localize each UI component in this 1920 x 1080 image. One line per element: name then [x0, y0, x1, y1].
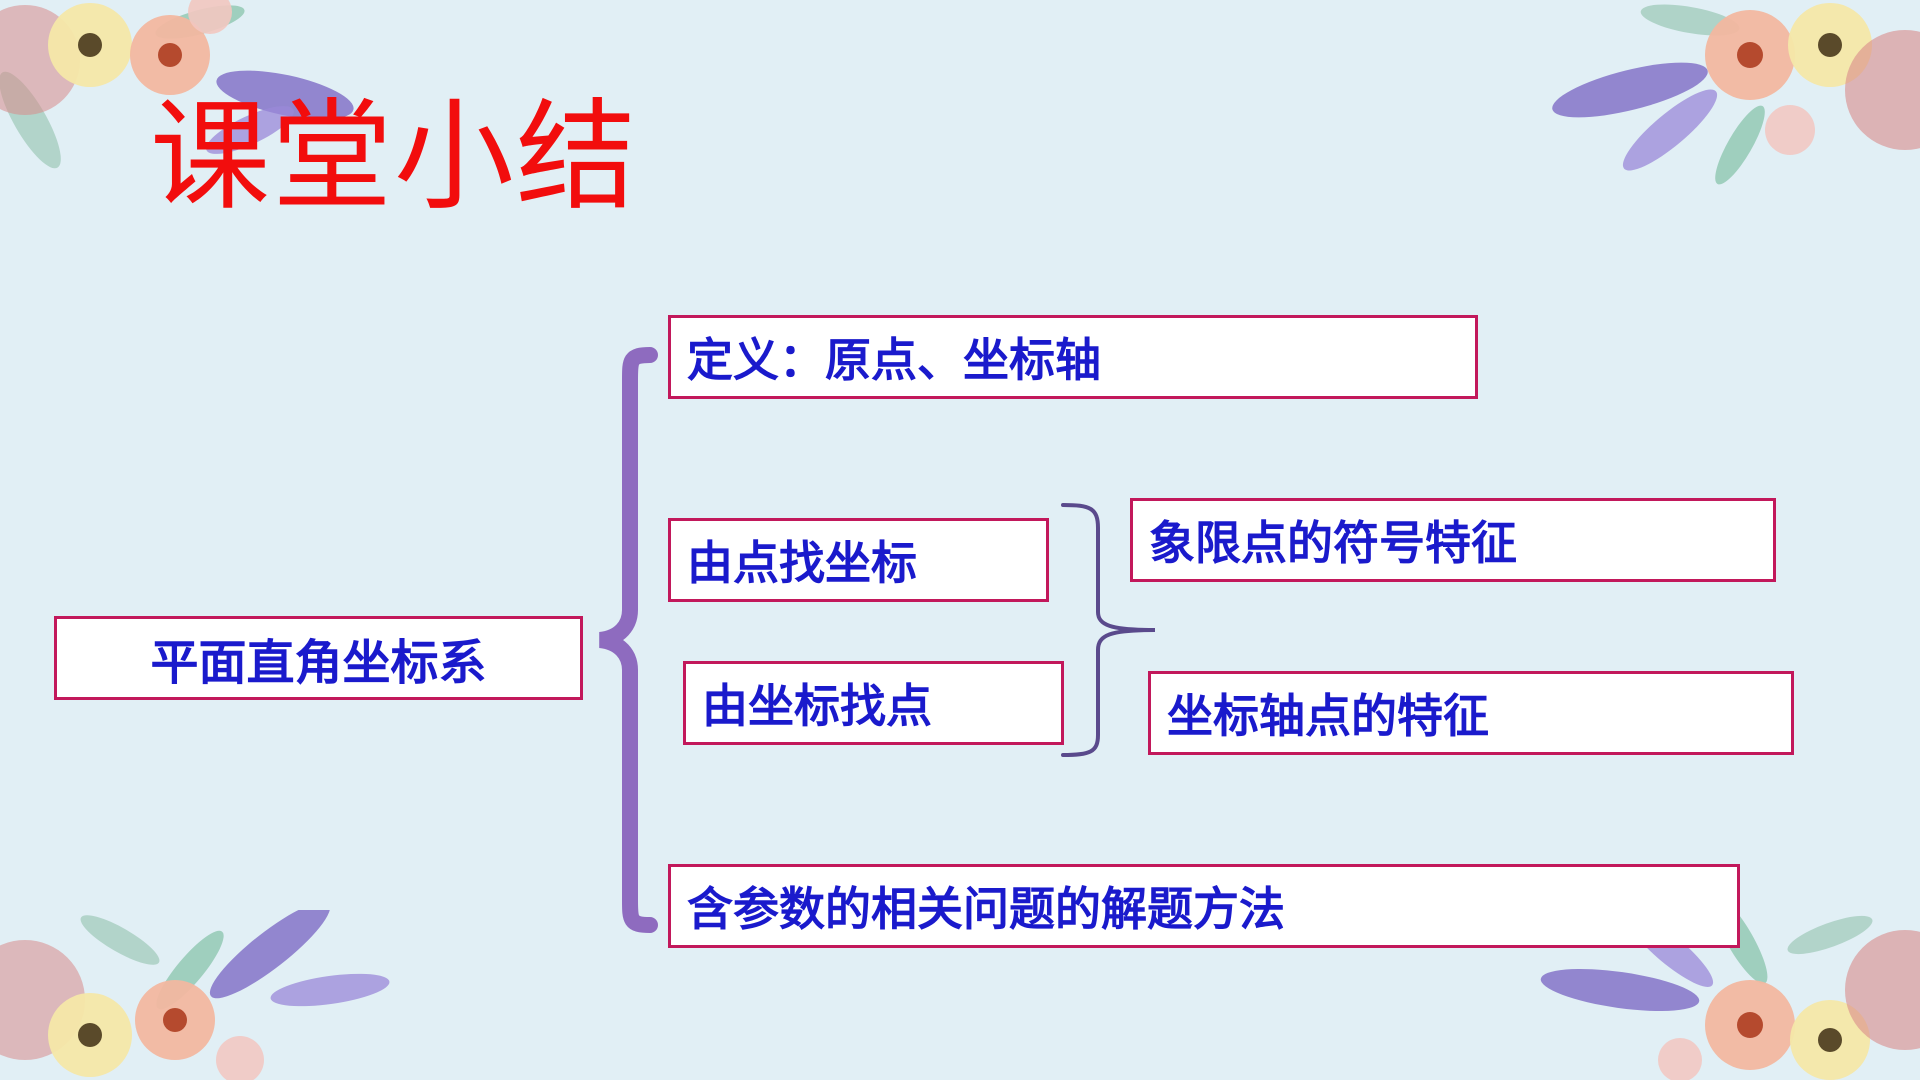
page-title: 课堂小结	[150, 88, 638, 227]
branch-point-to-coord-label: 由点找坐标	[687, 536, 917, 590]
branch-coord-to-point: 由坐标找点	[683, 661, 1064, 745]
branch-coord-to-point-label: 由坐标找点	[702, 679, 932, 733]
main-bracket	[598, 347, 658, 933]
sub-branch-axis-points-label: 坐标轴点的特征	[1167, 689, 1489, 743]
root-node-label: 平面直角坐标系	[150, 635, 487, 691]
sub-branch-axis-points: 坐标轴点的特征	[1148, 671, 1794, 755]
sub-branch-quadrant-signs: 象限点的符号特征	[1130, 498, 1776, 582]
sub-branch-quadrant-signs-label: 象限点的符号特征	[1149, 516, 1517, 570]
root-node: 平面直角坐标系	[54, 616, 583, 700]
branch-parameter-methods: 含参数的相关问题的解题方法	[668, 864, 1740, 948]
branch-definition: 定义：原点、坐标轴	[668, 315, 1478, 399]
branch-parameter-methods-label: 含参数的相关问题的解题方法	[687, 882, 1285, 936]
branch-definition-label: 定义：原点、坐标轴	[687, 333, 1101, 387]
branch-point-to-coord: 由点找坐标	[668, 518, 1049, 602]
sub-bracket	[1061, 503, 1156, 757]
